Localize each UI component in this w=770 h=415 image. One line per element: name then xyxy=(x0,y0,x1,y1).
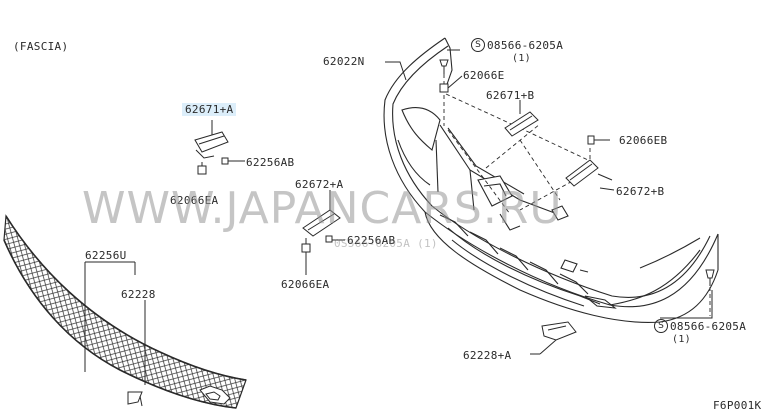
grille-62228 xyxy=(3,214,247,409)
callout-62022n[interactable]: 62022N xyxy=(323,55,365,68)
callout-bolt-bottom[interactable]: 08566-6205A xyxy=(670,320,747,333)
callout-62672b[interactable]: 62672+B xyxy=(616,185,665,198)
callout-bolt-top[interactable]: 08566-6205A xyxy=(487,39,564,52)
bracket-62672a xyxy=(301,190,345,275)
callout-62066eb[interactable]: 62066EB xyxy=(619,134,668,147)
callout-62256ab-left[interactable]: 62256AB xyxy=(246,156,295,169)
bracket-62671b xyxy=(504,100,539,137)
figure-id: F6P001K xyxy=(713,399,762,412)
leaders xyxy=(385,61,615,355)
callout-62671b[interactable]: 62671+B xyxy=(486,89,535,102)
callout-62228a[interactable]: 62228+A xyxy=(463,349,512,362)
grille-leaders xyxy=(84,261,146,385)
callout-62671a[interactable]: 62671+A xyxy=(182,103,237,116)
callout-62256u[interactable]: 62256U xyxy=(85,249,127,262)
bracket-62671a xyxy=(194,120,245,175)
callout-bolt-bottom-qty: (1) xyxy=(672,334,691,345)
callout-62066ea-left[interactable]: 62066EA xyxy=(170,194,219,207)
clip-62228a xyxy=(539,321,577,355)
ghost-callout: 0S566-6205A (1) xyxy=(334,237,438,250)
fasteners xyxy=(439,49,715,319)
bumper-fascia-62022n xyxy=(383,37,719,323)
callout-bolt-top-qty: (1) xyxy=(512,53,531,64)
guide-lines xyxy=(443,74,711,316)
section-title: (FASCIA) xyxy=(13,40,69,53)
callout-62066ea-middle[interactable]: 62066EA xyxy=(281,278,330,291)
s-badge-bottom: S xyxy=(654,319,668,333)
callout-62672a[interactable]: 62672+A xyxy=(295,178,344,191)
callout-62066e[interactable]: 62066E xyxy=(463,69,505,82)
callout-62256ab-middle[interactable]: 62256AB xyxy=(347,234,396,247)
s-badge-top: S xyxy=(471,38,485,52)
bracket-62672b xyxy=(565,159,613,187)
callout-62228[interactable]: 62228 xyxy=(121,288,156,301)
